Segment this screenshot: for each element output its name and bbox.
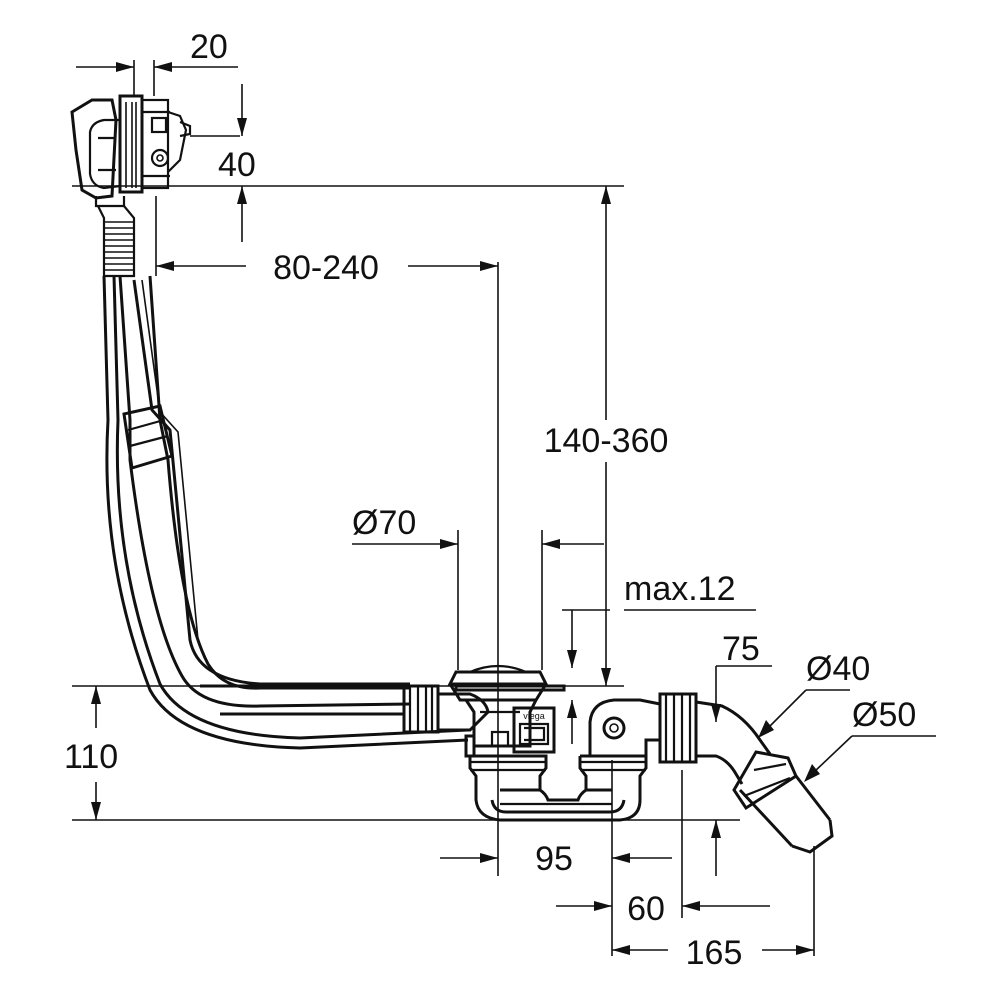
brand-mark: viega (523, 711, 545, 721)
dim-75: 75 (722, 630, 760, 668)
dim-diameter-40: Ø40 (806, 650, 870, 688)
dim-80-240: 80-240 (273, 249, 379, 287)
dim-20: 20 (190, 28, 228, 66)
drain-body: viega (447, 664, 566, 758)
outlet-nut (658, 692, 698, 764)
dim-40: 40 (218, 146, 256, 184)
dim-diameter-50: Ø50 (852, 696, 916, 734)
dim-140-360: 140-360 (544, 422, 669, 460)
corrugated-connector (97, 205, 136, 278)
dim-diameter-70: Ø70 (352, 504, 416, 542)
outlet-bend (695, 700, 834, 854)
dimension-labels: 20 40 80-240 140-360 Ø70 max.12 75 Ø40 Ø… (64, 28, 916, 972)
dim-95: 95 (535, 840, 573, 878)
dim-60: 60 (627, 890, 665, 928)
dim-110: 110 (64, 738, 118, 776)
hose-pipe (102, 275, 469, 750)
construction-lines (72, 60, 815, 956)
dim-max-12: max.12 (624, 570, 736, 608)
overflow-head (70, 94, 192, 208)
dim-165: 165 (686, 934, 743, 972)
dimension-lines (76, 62, 936, 955)
